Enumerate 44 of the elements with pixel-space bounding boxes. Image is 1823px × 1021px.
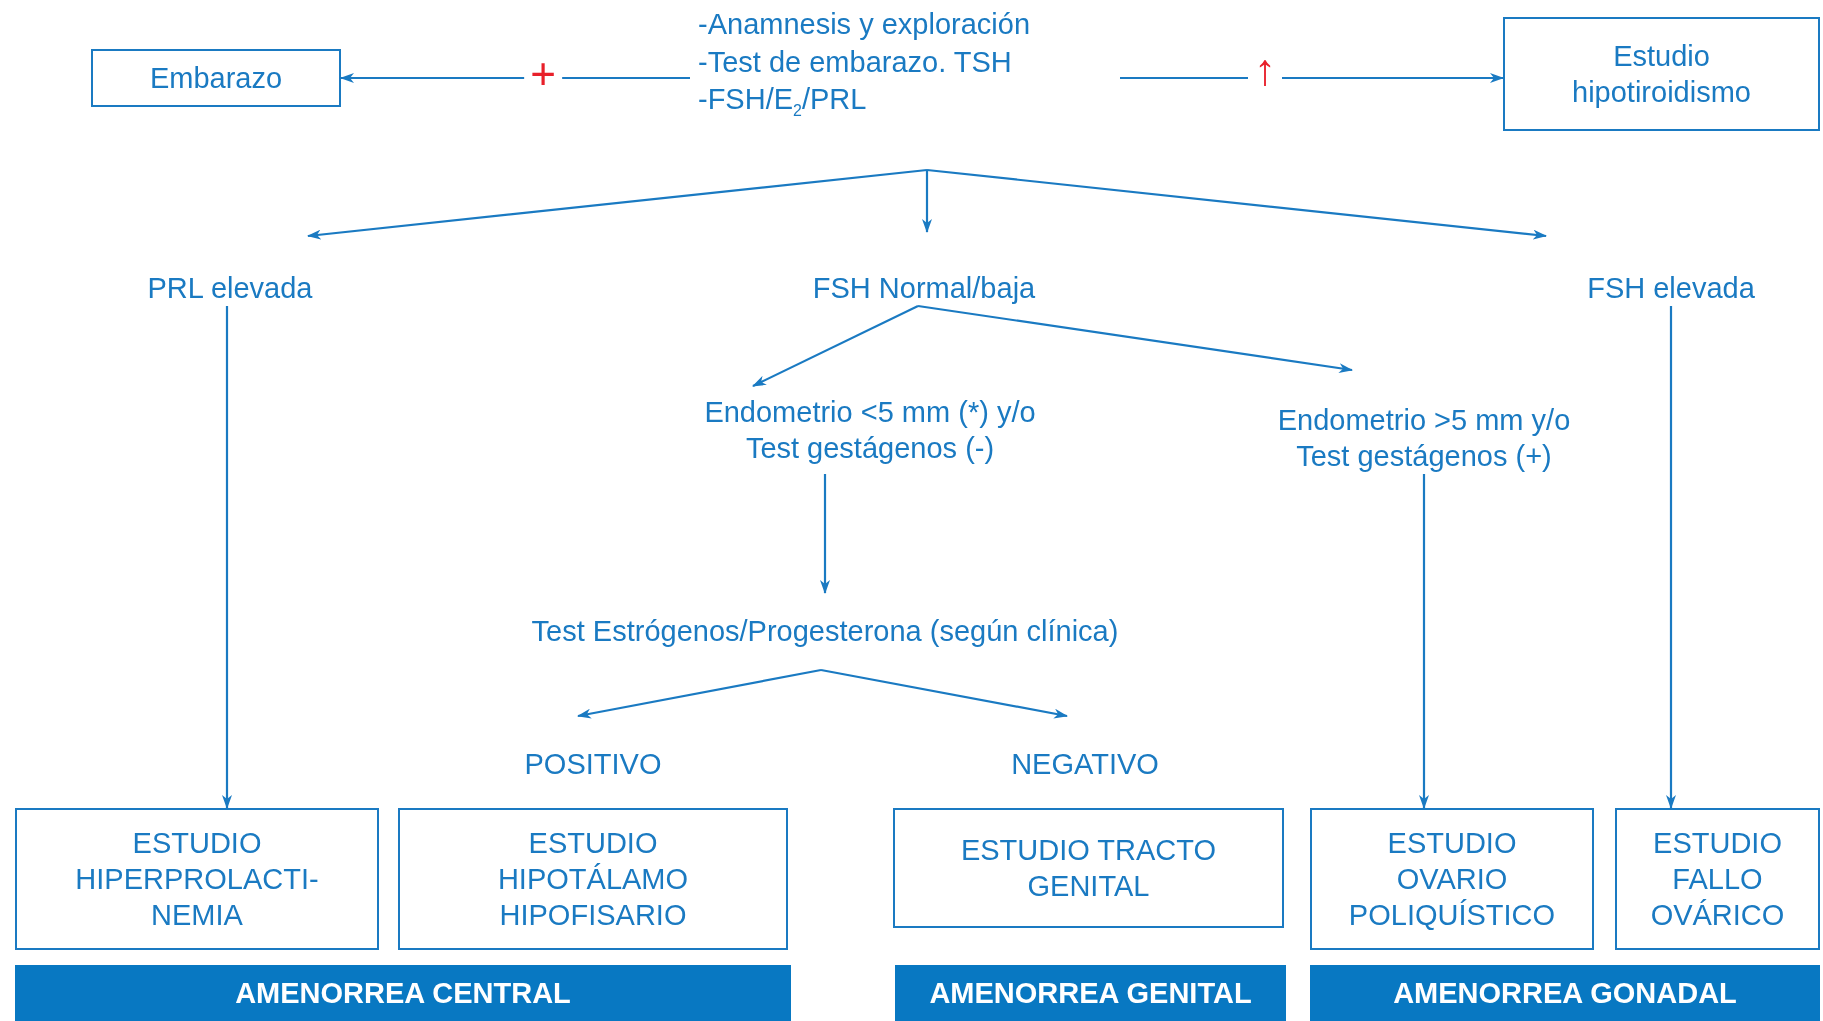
node-text: Endometrio <5 mm (*) y/o Test gestágenos (-): [703, 394, 1037, 466]
category-band: [15, 965, 791, 1021]
arrow: [752, 305, 919, 387]
process-box: [15, 808, 379, 950]
arrow: [820, 668, 1068, 719]
category-band: [895, 965, 1286, 1021]
node-text: Endometrio >5 mm y/o Test gestágenos (+): [1276, 402, 1572, 474]
node-text: AMENORREA GENITAL: [929, 975, 1252, 1011]
arrow: [577, 668, 822, 719]
node-text: FSH Normal/baja: [812, 270, 1036, 306]
node-text: Embarazo: [149, 60, 283, 96]
process-box: [398, 808, 788, 950]
node-text: ESTUDIO TRACTO GENITAL: [959, 832, 1218, 904]
node-text: AMENORREA CENTRAL: [235, 975, 571, 1011]
process-box: [1615, 808, 1820, 950]
arrow: [222, 306, 232, 809]
node-text: AMENORREA GONADAL: [1393, 975, 1737, 1011]
node-text: Test Estrógenos/Progesterona (según clínica): [531, 614, 1119, 650]
node-text: ESTUDIO HIPERPROLACTI-NEMIA: [74, 825, 320, 934]
list-item-text: -Anamnesis y exploración: [698, 7, 1031, 42]
node-text: NEGATIVO: [1011, 746, 1159, 782]
list-item-text: -FSH/E$_{2}$/PRL: [698, 82, 867, 122]
arrow: [1419, 474, 1429, 809]
node-text: FSH elevada: [1587, 270, 1755, 306]
arrow: [922, 170, 932, 233]
process-box: [91, 49, 341, 107]
arrow: [1120, 73, 1504, 83]
node-text: PRL elevada: [147, 270, 313, 306]
arrow: [917, 304, 1353, 374]
node-text: POSITIVO: [524, 746, 662, 782]
process-box: [893, 808, 1284, 928]
arrow: [307, 168, 928, 240]
arrow: [926, 168, 1547, 240]
node-text: Estudio hipotiroidismo: [1571, 38, 1752, 110]
node-text: ESTUDIO HIPOTÁLAMO HIPOFISARIO: [496, 825, 690, 934]
arrow: [820, 474, 830, 594]
node-text: ESTUDIO OVARIO POLIQUÍSTICO: [1347, 825, 1557, 934]
process-box: [1503, 17, 1820, 131]
node-text: ESTUDIO FALLO OVÁRICO: [1649, 825, 1786, 934]
category-band: [1310, 965, 1820, 1021]
process-box: [1310, 808, 1594, 950]
arrow: [1666, 306, 1676, 809]
list-item-text: -Test de embarazo. TSH: [698, 44, 1012, 80]
arrow: [340, 73, 690, 83]
